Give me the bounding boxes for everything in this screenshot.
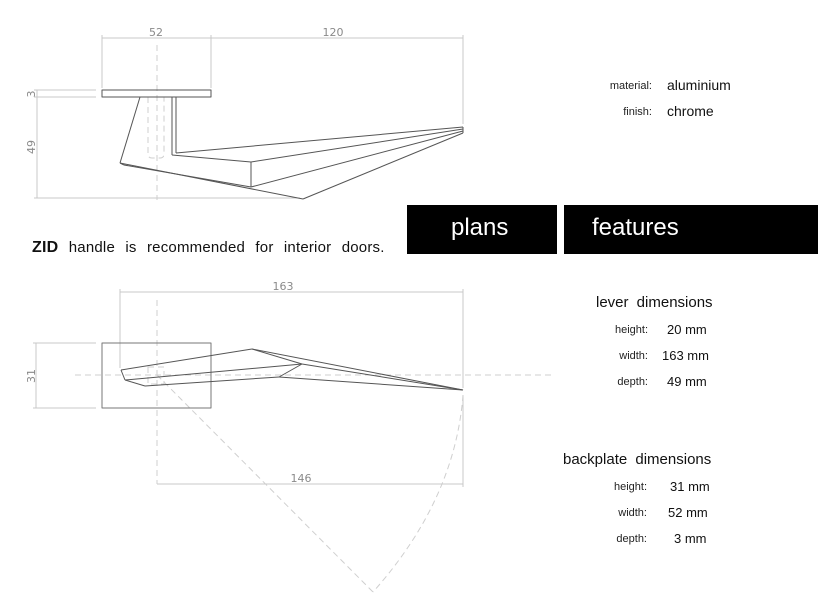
material-value: aluminium — [667, 77, 731, 93]
tab-features-label: features — [592, 214, 679, 241]
finish-value: chrome — [667, 103, 714, 119]
dim-label-146: 146 — [291, 472, 312, 485]
backplate-depth-label: depth: — [616, 533, 647, 545]
top-view-centerlines — [75, 300, 552, 593]
lever-height-value: 20 mm — [667, 322, 707, 337]
dim-label-163: 163 — [273, 280, 294, 293]
lever-depth-label: depth: — [617, 376, 648, 388]
tab-plans-label: plans — [451, 214, 509, 241]
dim-label-3: 3 — [25, 91, 38, 98]
lever-height-label: height: — [614, 324, 648, 336]
dim-label-120: 120 — [323, 26, 344, 39]
backplate-width-value: 52 mm — [668, 505, 708, 520]
side-view-centerline — [147, 45, 165, 200]
lever-width-value: 163 mm — [662, 348, 709, 363]
backplate-depth-value: 3 mm — [674, 531, 707, 546]
side-view-dimensions — [34, 35, 464, 199]
tab-plans[interactable]: plans — [407, 205, 557, 254]
dim-label-31: 31 — [25, 369, 38, 383]
tagline-text: handle is recommended for interior doors… — [68, 239, 385, 256]
top-view-outline — [101, 342, 464, 409]
lever-depth-value: 49 mm — [667, 374, 707, 389]
tab-features[interactable]: features — [564, 205, 818, 254]
side-view-outline — [101, 89, 464, 200]
dim-label-52: 52 — [149, 26, 163, 39]
product-tagline: ZID handle is recommended for interior d… — [32, 239, 385, 257]
brand-name: ZID — [32, 239, 59, 256]
backplate-dimensions-title: backplate dimensions — [563, 451, 712, 468]
material-label: material: — [609, 80, 652, 92]
finish-label: finish: — [623, 106, 652, 118]
lever-width-label: width: — [619, 350, 648, 362]
backplate-width-label: width: — [618, 507, 647, 519]
top-view-dimensions — [33, 289, 464, 487]
dim-label-49: 49 — [25, 140, 38, 154]
lever-dimensions-title: lever dimensions — [596, 294, 713, 311]
side-view-drawing: 52 120 3 49 — [25, 26, 464, 200]
backplate-height-value: 31 mm — [670, 479, 710, 494]
backplate-height-label: height: — [613, 481, 647, 493]
top-view-drawing: 163 31 146 — [25, 280, 552, 593]
